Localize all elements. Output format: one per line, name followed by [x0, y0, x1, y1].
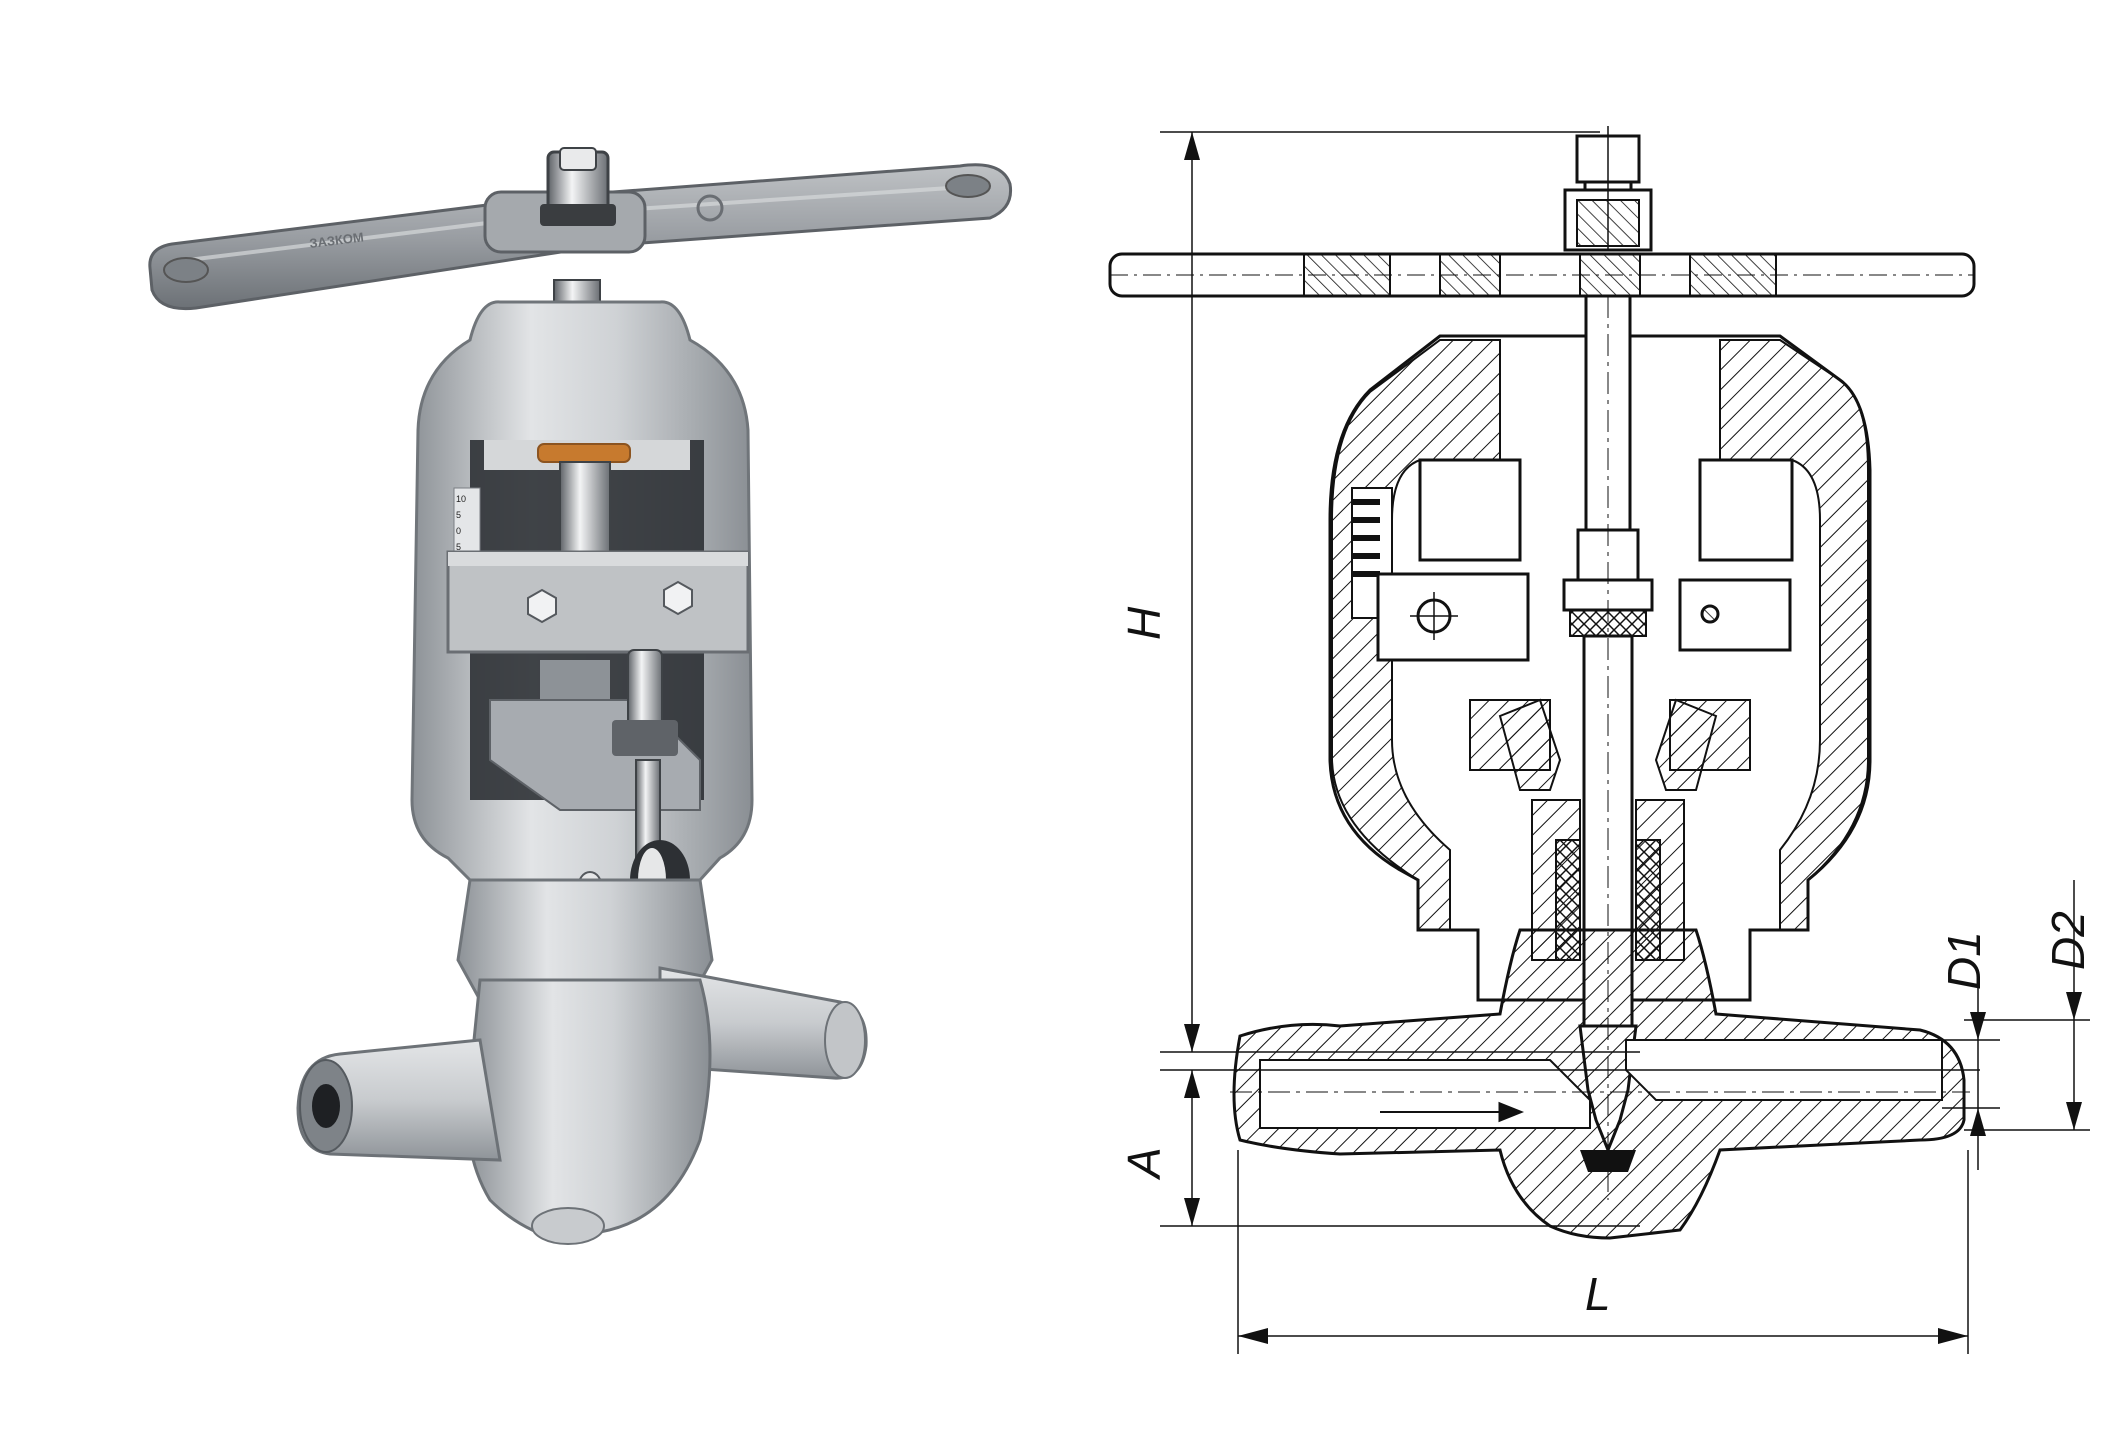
- drawing-top-nut: [1563, 126, 1653, 252]
- dim-label-H: H: [1118, 606, 1170, 640]
- dim-label-L: L: [1585, 1268, 1611, 1320]
- stem-nut: [540, 147, 616, 226]
- indicator-plate: [446, 550, 750, 654]
- handwheel-marking: ЗАЗКОМ: [309, 229, 365, 251]
- scale-mark-1: 5: [456, 510, 461, 520]
- scale-mark-2: 0: [456, 526, 461, 536]
- dim-label-D2: D2: [2042, 911, 2094, 970]
- dim-label-D1: D1: [1938, 931, 1990, 990]
- scale-mark-0: 10: [456, 494, 466, 504]
- dim-length-L: [1237, 1150, 1969, 1354]
- scale-mark-3: 5: [456, 542, 461, 552]
- dim-offset-A: [1160, 1069, 1980, 1227]
- dim-label-A: A: [1118, 1147, 1170, 1181]
- bronze-bushing: [537, 443, 631, 463]
- dim-diameter-D2: [1964, 880, 2090, 1131]
- valve-body: [296, 966, 868, 1245]
- scale-marks: 10 5 0 5: [456, 494, 466, 552]
- drawing-handwheel: [1108, 252, 1976, 298]
- cross-section-drawing: H A L D1: [1080, 0, 2127, 1442]
- dim-diameter-D1: [1942, 970, 2000, 1170]
- inner-stem: [559, 461, 611, 553]
- valve-render: ЗАЗКОМ 10 5 0 5: [148, 147, 1013, 1245]
- drawing-scale-block: [1351, 487, 1792, 662]
- drawing-valve-body: [1230, 928, 1970, 1240]
- dim-height-H: [1160, 131, 1640, 1053]
